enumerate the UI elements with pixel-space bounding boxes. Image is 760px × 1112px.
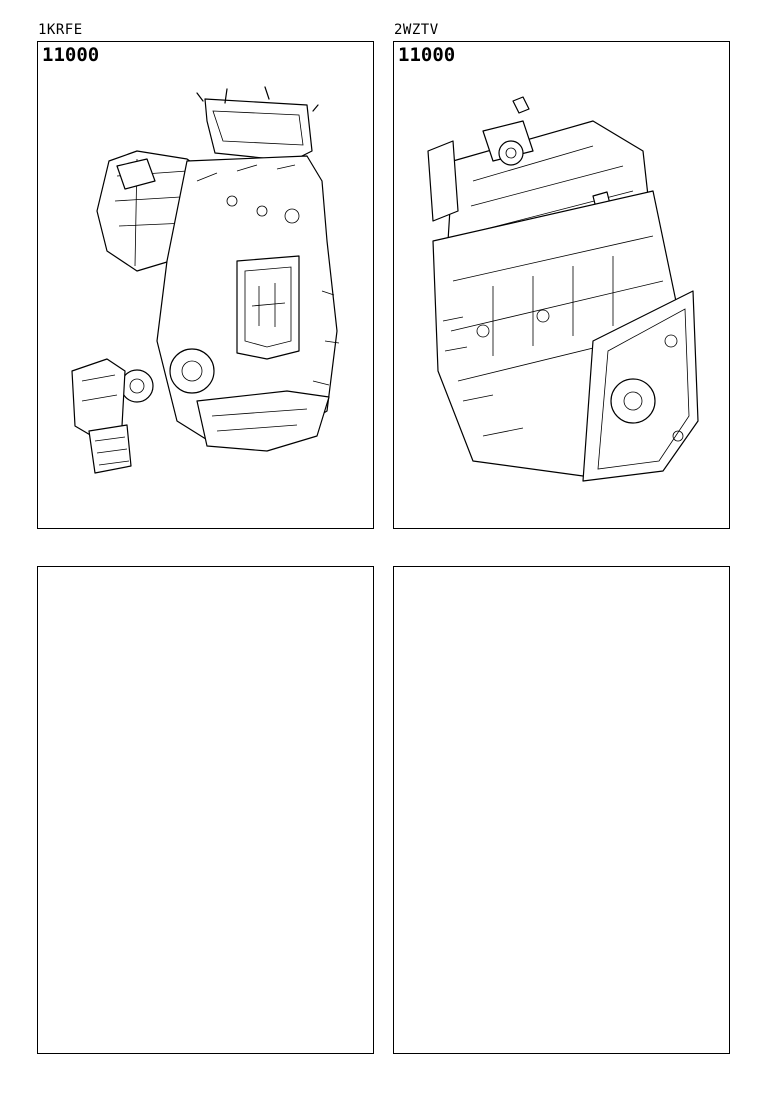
engine-illustration-1krfe xyxy=(71,86,340,474)
engine-model-label-2: 2WZTV xyxy=(394,22,439,38)
diagram-panel-1krfe[interactable]: 11000 xyxy=(37,41,374,529)
part-code-label: 11000 xyxy=(398,44,456,66)
engine-model-label-1: 1KRFE xyxy=(38,22,83,38)
diagram-panel-2wztv[interactable]: 11000 xyxy=(393,41,730,529)
part-code-label: 11000 xyxy=(42,44,100,66)
diagram-panel-empty-1 xyxy=(37,566,374,1054)
engine-illustration-2wztv xyxy=(427,96,699,482)
diagram-panel-empty-2 xyxy=(393,566,730,1054)
